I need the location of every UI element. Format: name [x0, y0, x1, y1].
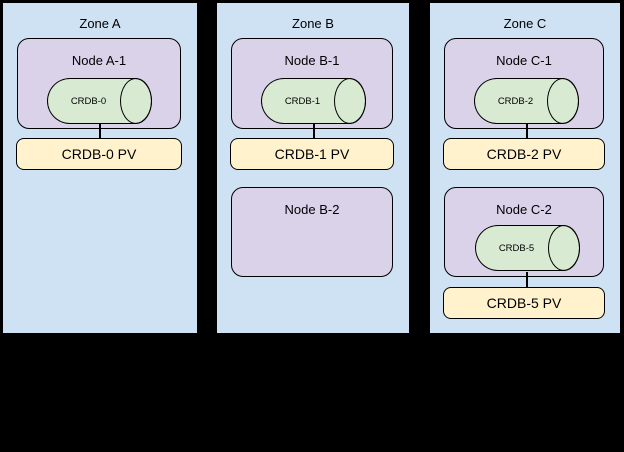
zone-a: Zone A Node A-1 CRDB-0 CRDB-0 PV	[1, 1, 199, 335]
crdb-5-label: CRDB-5	[498, 242, 535, 254]
node-c-1: Node C-1 CRDB-2	[444, 38, 604, 129]
crdb-2-label: CRDB-2	[497, 95, 534, 107]
zone-c-title: Zone C	[503, 16, 547, 31]
crdb-2-database-cylinder: CRDB-2	[474, 77, 580, 124]
crdb-1-pv-box: CRDB-1 PV	[230, 138, 394, 170]
crdb-0-label: CRDB-0	[70, 95, 107, 107]
cylinder-cap	[548, 224, 581, 271]
crdb-2-pv-label: CRDB-2 PV	[486, 146, 562, 162]
node-c-1-title: Node C-1	[496, 53, 552, 68]
node-b-1-title: Node B-1	[284, 53, 340, 68]
crdb-5-pv-box: CRDB-5 PV	[443, 287, 605, 319]
node-b-2-title: Node B-2	[284, 202, 340, 217]
zone-b-title: Zone B	[292, 16, 334, 31]
connector-line	[526, 272, 528, 288]
crdb-5-pv-label: CRDB-5 PV	[486, 295, 562, 311]
crdb-1-label: CRDB-1	[284, 95, 321, 107]
crdb-2-pv-box: CRDB-2 PV	[443, 138, 605, 170]
crdb-1-database-cylinder: CRDB-1	[261, 77, 367, 124]
cylinder-cap	[334, 77, 367, 124]
zone-b: Zone B Node B-1 CRDB-1 CRDB-1 PV Node B-…	[215, 1, 411, 335]
node-c-2: Node C-2 CRDB-5	[444, 187, 604, 277]
zone-a-title: Zone A	[79, 16, 121, 31]
node-a-1-title: Node A-1	[71, 53, 127, 68]
connector-line	[526, 123, 528, 139]
connector-line	[99, 123, 101, 139]
crdb-0-database-cylinder: CRDB-0	[47, 77, 153, 124]
crdb-5-database-cylinder: CRDB-5	[475, 224, 581, 271]
node-b-2: Node B-2	[231, 187, 393, 277]
node-c-2-title: Node C-2	[496, 202, 552, 217]
cylinder-cap	[120, 77, 153, 124]
cylinder-cap	[547, 77, 580, 124]
connector-line	[313, 123, 315, 139]
crdb-0-pv-box: CRDB-0 PV	[16, 138, 182, 170]
crdb-1-pv-label: CRDB-1 PV	[274, 146, 350, 162]
crdb-0-pv-label: CRDB-0 PV	[61, 146, 137, 162]
zone-c: Zone C Node C-1 CRDB-2 CRDB-2 PV Node C-…	[428, 1, 622, 335]
node-b-1: Node B-1 CRDB-1	[231, 38, 393, 129]
node-a-1: Node A-1 CRDB-0	[17, 38, 181, 129]
